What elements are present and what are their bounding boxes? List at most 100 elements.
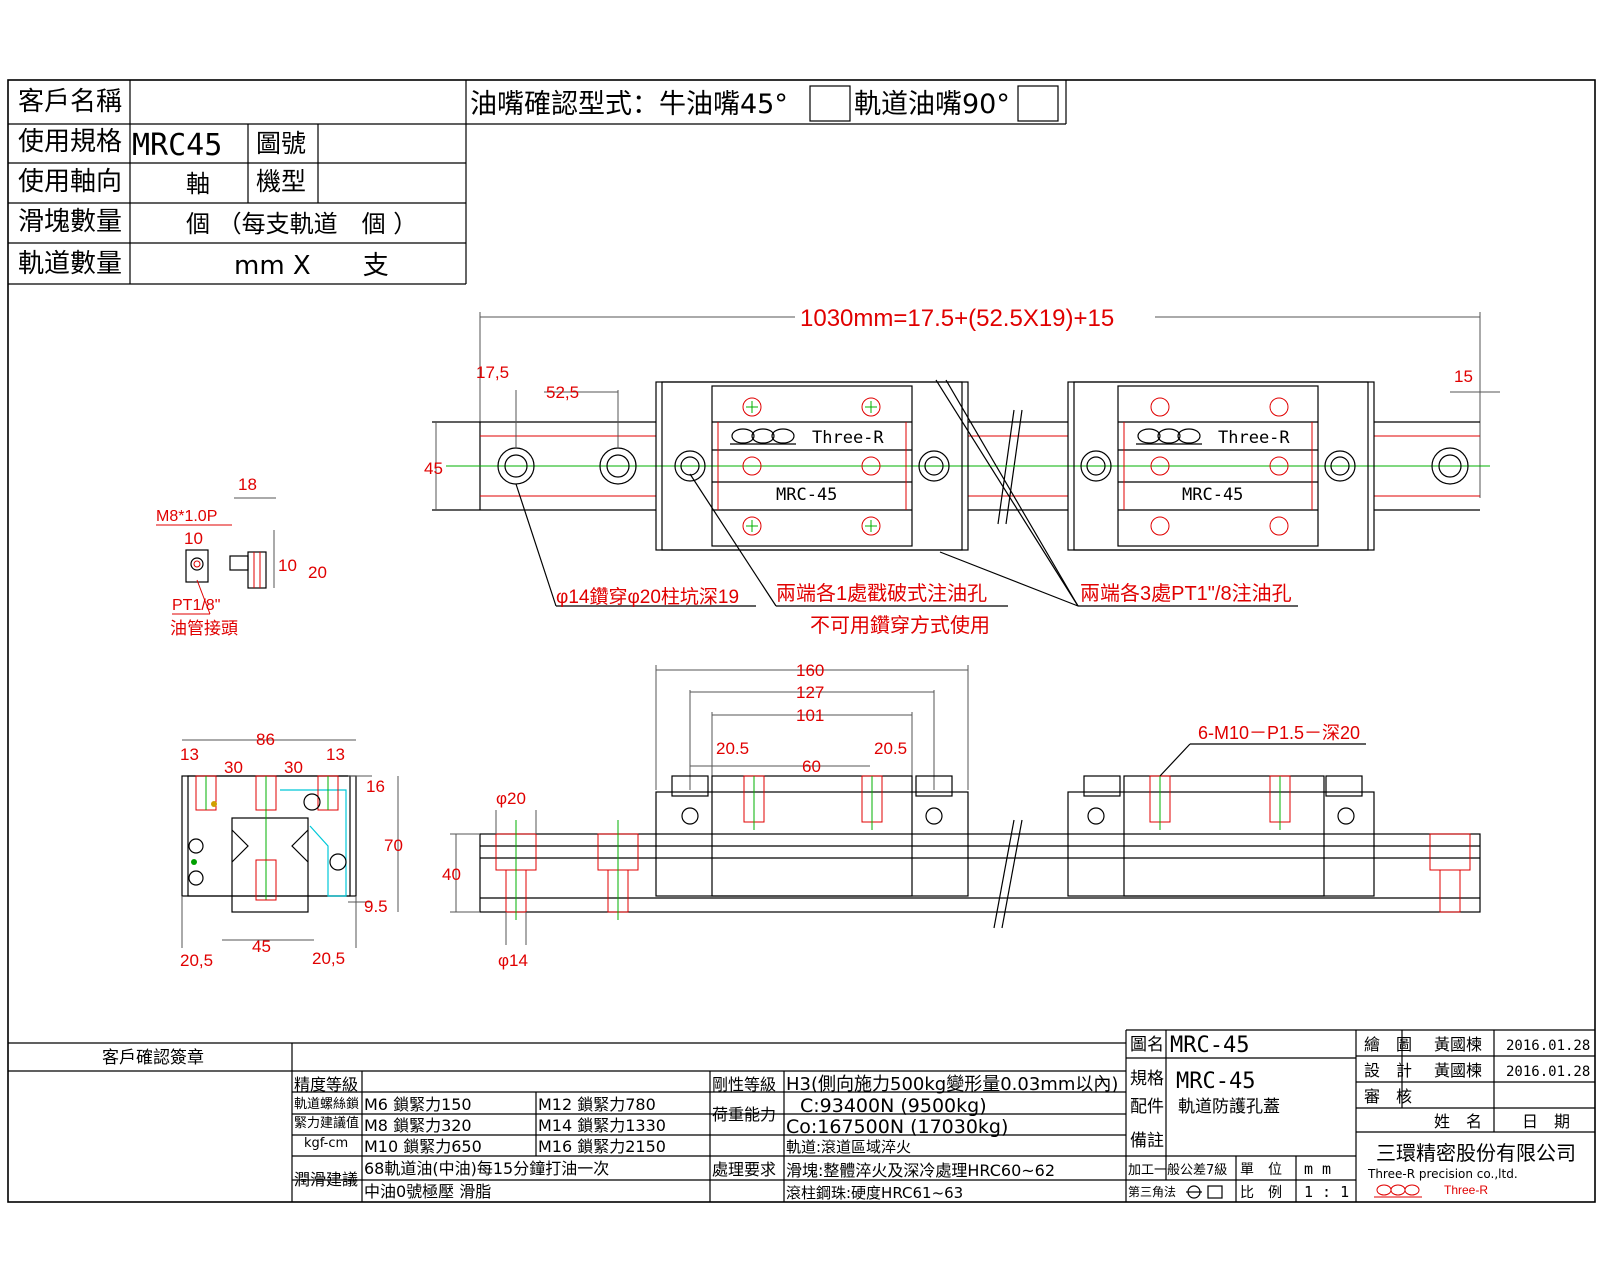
design-date: 2016.01.28 <box>1506 1064 1590 1080</box>
load-label: 荷重能力 <box>712 1105 776 1124</box>
customer-sign-label: 客戶確認簽章 <box>102 1048 204 1068</box>
spec-label: 使用規格 <box>18 127 122 157</box>
drawing-no-label: 圖號 <box>256 129 306 158</box>
design-label: 設 計 <box>1364 1061 1412 1080</box>
customer-name-label: 客戶名稱 <box>18 87 122 117</box>
torque-m12: M12 鎖緊力780 <box>538 1095 656 1114</box>
design-name: 黃國楝 <box>1434 1061 1482 1080</box>
company-brand: Three-R <box>1444 1183 1488 1197</box>
bolt-label-1: 軌道螺絲鎖 <box>294 1096 359 1112</box>
treat-line-1: 軌道:滾道區域淬火 <box>786 1138 911 1156</box>
axis-label: 使用軸向 <box>18 167 122 197</box>
load-c: C:93400N (9500kg) <box>800 1095 987 1117</box>
scale-value: 1 : 1 <box>1304 1183 1349 1201</box>
note-no-drill: 不可用鑽穿方式使用 <box>810 614 990 637</box>
fitting-dim-20: 20 <box>308 563 327 582</box>
side-dim-40: 40 <box>442 865 461 884</box>
fitting-dim-10b: 10 <box>278 556 297 575</box>
end-dim-13a: 13 <box>180 745 199 764</box>
side-dim-101: 101 <box>796 706 824 725</box>
dim-17-5: 17,5 <box>476 363 509 382</box>
side-dim-phi14: φ14 <box>498 951 528 970</box>
end-dim-20-5b: 20,5 <box>312 949 345 968</box>
tolerance: 加工一般公差7級 <box>1128 1162 1227 1178</box>
note-pt-hole: 兩端各3處PT1"/8注油孔 <box>1080 582 1292 605</box>
scale-label: 比 例 <box>1240 1185 1282 1201</box>
treat-line-2: 滑塊:整體淬火及深冷處理HRC60~62 <box>786 1161 1055 1180</box>
lube-line-1: 68軌道油(中油)每15分鐘打油一次 <box>364 1159 609 1178</box>
rail-qty-value: mm X 支 <box>234 251 389 281</box>
total-length-dim: 1030mm=17.5+(52.5X19)+15 <box>800 305 1114 332</box>
spec-value-b: MRC-45 <box>1176 1069 1255 1094</box>
lube-line-2: 中油0號極壓 滑脂 <box>364 1182 491 1201</box>
end-dim-70: 70 <box>384 836 403 855</box>
rail-width-dim: 45 <box>424 459 443 478</box>
draw-date: 2016.01.28 <box>1506 1038 1590 1054</box>
torque-m16: M16 鎖緊力2150 <box>538 1137 666 1156</box>
fitting-thread: M8*1.0P <box>156 508 217 525</box>
check-label: 審 核 <box>1364 1087 1412 1106</box>
side-dim-20-5a: 20.5 <box>716 739 749 758</box>
fitting-dim-10a: 10 <box>184 529 203 548</box>
lube-label: 潤滑建議 <box>294 1170 358 1189</box>
treat-line-3: 滾柱鋼珠:硬度HRC61~63 <box>786 1184 963 1202</box>
axis-value: 軸 <box>186 170 210 198</box>
end-dim-20-5a: 20,5 <box>180 951 213 970</box>
end-dim-86: 86 <box>256 730 275 749</box>
unit-value: m m <box>1304 1160 1331 1178</box>
title-value: MRC-45 <box>1170 1033 1249 1058</box>
model-label-2: MRC-45 <box>1182 485 1243 505</box>
side-dim-160: 160 <box>796 661 824 680</box>
end-view: 86 13 30 30 13 16 70 9.5 45 20,5 <box>180 730 403 970</box>
spec-value: MRC45 <box>132 128 222 163</box>
rail-nozzle-label: 軌道油嘴90° <box>854 89 1010 120</box>
side-dim-60: 60 <box>802 757 821 776</box>
projection: 第三角法 <box>1128 1185 1176 1199</box>
rigidity-label: 剛性等級 <box>712 1075 776 1094</box>
torque-m10: M10 鎖緊力650 <box>364 1137 482 1156</box>
parts-label: 配件 <box>1130 1097 1164 1117</box>
name-label: 姓 名 <box>1434 1112 1482 1131</box>
torque-m8: M8 鎖緊力320 <box>364 1116 472 1135</box>
fitting-view: 18 M8*1.0P 10 10 20 PT1/8" 油管接頭 <box>156 475 327 638</box>
header-table: 客戶名稱 油嘴確認型式：牛油嘴45° 軌道油嘴90° 使用規格 MRC45 圖號… <box>8 80 1067 285</box>
torque-m6: M6 鎖緊力150 <box>364 1095 472 1114</box>
date-label: 日 期 <box>1522 1112 1570 1131</box>
fitting-pt: PT1/8" <box>172 597 220 614</box>
side-dim-20-5b: 20.5 <box>874 739 907 758</box>
parts-value: 軌道防護孔蓋 <box>1178 1097 1280 1117</box>
note-oil-hole: 兩端各1處戳破式注油孔 <box>776 582 987 605</box>
load-c0: Co:167500N (17030kg) <box>786 1116 1008 1138</box>
precision-label: 精度等級 <box>294 1075 358 1094</box>
bolt-label-3: kgf-cm <box>304 1136 348 1151</box>
end-dim-9-5: 9.5 <box>364 897 388 916</box>
model-label: 機型 <box>256 167 306 196</box>
draw-name: 黃國楝 <box>1434 1035 1482 1054</box>
bottom-tables: 客戶確認簽章 精度等級 剛性等級 H3(側向施力500kg變形量0.03mm以內… <box>8 1029 1595 1202</box>
company-en: Three-R precision co.,ltd. <box>1367 1167 1518 1181</box>
side-dim-phi20: φ20 <box>496 789 526 808</box>
oil-nozzle-confirm: 油嘴確認型式：牛油嘴45° <box>470 89 788 120</box>
side-dim-127: 127 <box>796 683 824 702</box>
unit-label: 單 位 <box>1240 1162 1282 1178</box>
draw-label: 繪 圖 <box>1364 1035 1412 1054</box>
treat-label: 處理要求 <box>712 1160 776 1179</box>
end-dim-30b: 30 <box>284 758 303 777</box>
rail-qty-label: 軌道數量 <box>18 249 122 279</box>
dim-52-5: 52,5 <box>546 383 579 402</box>
end-dim-16: 16 <box>366 777 385 796</box>
torque-m14: M14 鎖緊力1330 <box>538 1116 666 1135</box>
bolt-label-2: 緊力建議值 <box>294 1115 359 1131</box>
dim-15: 15 <box>1454 367 1473 386</box>
rigidity-value: H3(側向施力500kg變形量0.03mm以內) <box>786 1074 1118 1095</box>
fitting-name: 油管接頭 <box>170 619 238 638</box>
title-label: 圖名 <box>1130 1035 1164 1055</box>
block-qty-value: 個 （每支軌道 個 ） <box>186 210 417 238</box>
company-logo-icon <box>1374 1184 1422 1198</box>
fitting-dim-18: 18 <box>238 475 257 494</box>
spec-label-b: 規格 <box>1130 1069 1164 1089</box>
model-label-1: MRC-45 <box>776 485 837 505</box>
end-dim-45: 45 <box>252 937 271 956</box>
brand-label-1: Three-R <box>812 428 884 448</box>
